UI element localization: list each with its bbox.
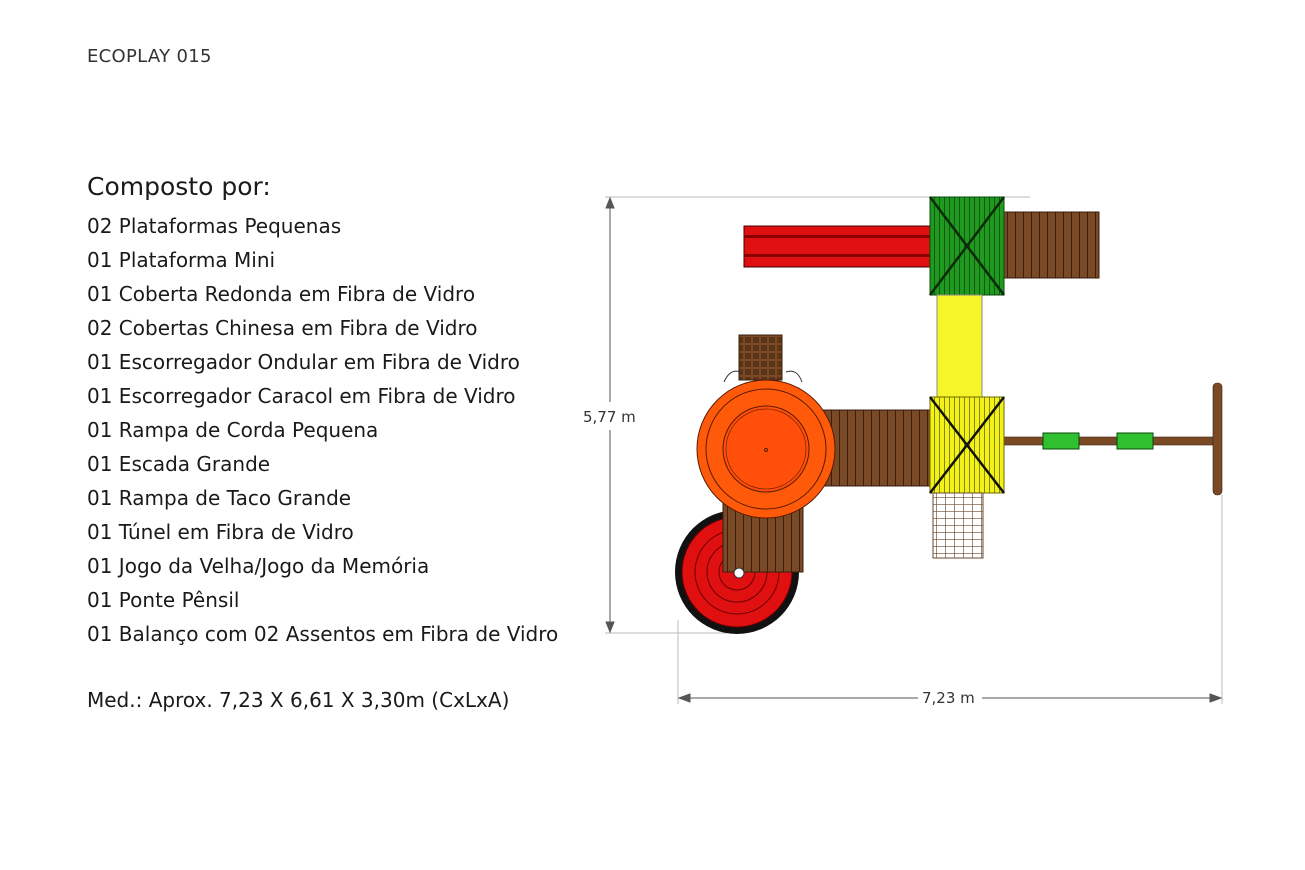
- green-chinese-roof: [929, 196, 1005, 296]
- list-item: 01 Jogo da Velha/Jogo da Memória: [87, 554, 430, 578]
- list-item: 01 Ponte Pênsil: [87, 588, 240, 612]
- list-item: 01 Plataforma Mini: [87, 248, 276, 272]
- yellow-chinese-roof: [929, 396, 1005, 494]
- product-title: ECOPLAY 015: [87, 46, 212, 67]
- stairs: [738, 334, 783, 381]
- handles: [723, 370, 803, 383]
- list-item: 01 Coberta Redonda em Fibra de Vidro: [87, 282, 476, 306]
- components-list: 02 Plataformas Pequenas 01 Plataforma Mi…: [87, 212, 558, 654]
- round-roof: [696, 379, 836, 519]
- list-item: 01 Escorregador Caracol em Fibra de Vidr…: [87, 384, 516, 408]
- wavy-slide: [743, 225, 933, 268]
- components-heading: Composto por:: [87, 172, 271, 201]
- wood-ramp: [1003, 211, 1100, 279]
- list-item: 01 Rampa de Taco Grande: [87, 486, 352, 510]
- list-item: 01 Rampa de Corda Pequena: [87, 418, 379, 442]
- width-label: 7,23 m: [922, 689, 975, 707]
- list-item: 02 Plataformas Pequenas: [87, 214, 342, 238]
- list-item: 02 Cobertas Chinesa em Fibra de Vidro: [87, 316, 478, 340]
- rope-ramp: [932, 492, 984, 559]
- slide-exit: [733, 567, 745, 579]
- dimensions-text: Med.: Aprox. 7,23 X 6,61 X 3,30m (CxLxA): [87, 688, 510, 712]
- list-item: 01 Escorregador Ondular em Fibra de Vidr…: [87, 350, 520, 374]
- height-label: 5,77 m: [583, 408, 636, 426]
- fiberglass-tunnel: [936, 294, 983, 399]
- swing-set: [1003, 382, 1223, 496]
- rope-bridge: [822, 409, 932, 487]
- list-item: 01 Balanço com 02 Assentos em Fibra de V…: [87, 622, 559, 646]
- width-dimension: [677, 495, 1223, 704]
- list-item: 01 Túnel em Fibra de Vidro: [87, 520, 354, 544]
- list-item: 01 Escada Grande: [87, 452, 271, 476]
